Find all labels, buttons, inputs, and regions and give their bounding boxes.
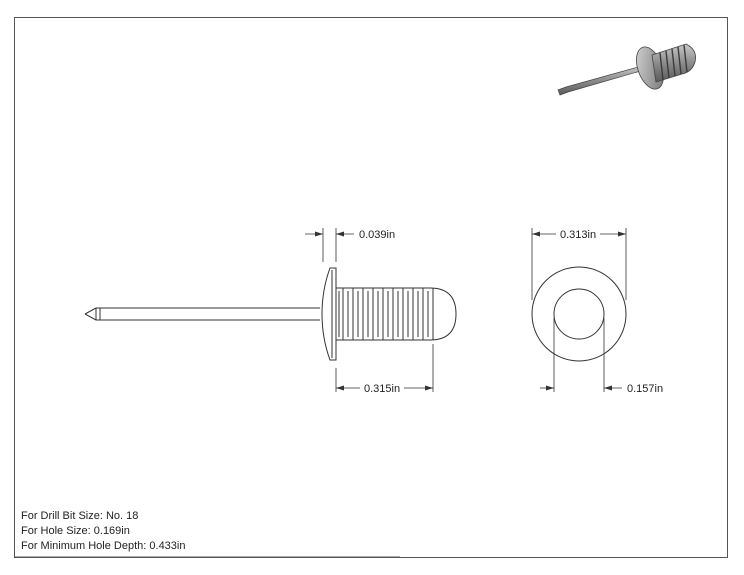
spec-label: For Drill Bit Size: [21,510,103,522]
dim-flange-thickness [305,228,354,262]
flange-outline [531,266,627,362]
spec-value: No. 18 [105,510,139,522]
spec-hole-size: For Hole Size: 0.169in [21,525,130,538]
rivet-body [336,287,457,341]
rivet-flange [321,267,337,361]
end-view [531,266,627,362]
dim-label-body-diameter: 0.157in [627,383,663,395]
mandrel-shaft [84,307,320,321]
spec-label: For Hole Size: [21,525,91,537]
dim-flange-diameter [531,228,627,300]
iso-ridges [659,44,688,81]
spec-value: 0.169in [93,525,130,537]
dim-body-diameter [540,318,622,392]
spec-min-hole-depth: For Minimum Hole Depth: 0.433in [21,540,185,553]
dim-label-flange-thickness: 0.039in [359,229,395,241]
dim-label-body-length: 0.315in [364,383,400,395]
spec-label: For Minimum Hole Depth: [21,540,147,552]
grip-ridges [338,288,434,340]
side-view [84,267,457,361]
body-outline [553,288,605,340]
dim-label-flange-diameter: 0.313in [560,229,596,241]
spec-value: 0.433in [149,540,186,552]
isometric-view [557,43,696,96]
dim-body-length [335,344,434,392]
spec-drill-bit-size: For Drill Bit Size: No. 18 [21,510,138,523]
iso-mandrel [557,65,645,96]
